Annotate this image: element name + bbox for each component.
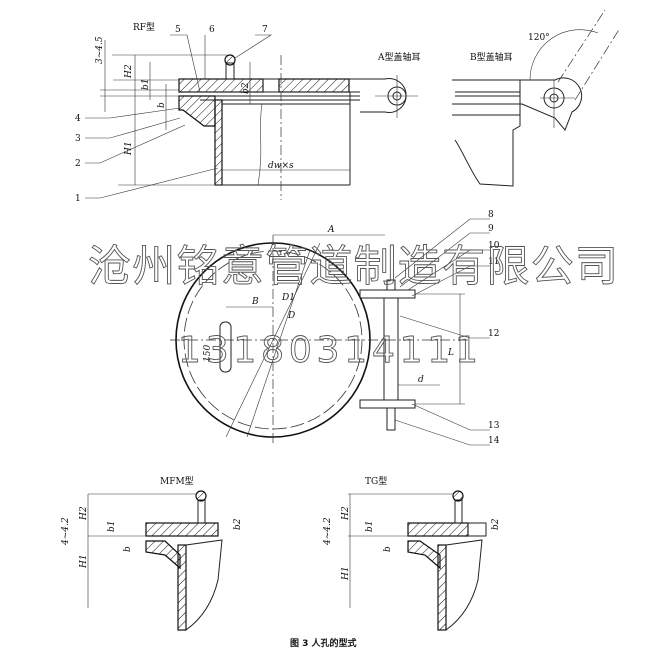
dim-small-d: d [418,375,424,385]
handle-ring [224,54,236,66]
mfm-h1: H1 [79,554,89,569]
rf-type-label: RF型 [133,22,155,33]
mfm-gap: 4~4.2 [61,517,71,546]
tg-b2: b2 [491,518,501,530]
part-7-label: 7 [262,25,268,35]
part-5-label: 5 [175,25,181,35]
mfm-b1: b1 [107,521,117,533]
part-1-label: 1 [75,194,81,204]
part-13-label: 13 [488,421,500,431]
dim-gap: 3~4.5 [95,36,105,64]
part-11-label: 11 [488,257,499,267]
part-3-label: 3 [75,134,81,144]
watermark-company: 沧州铭意管道制造有限公司 [88,242,618,292]
dim-d: D [287,311,295,321]
part-6-label: 6 [209,25,215,35]
tg-h2: H2 [341,506,351,521]
mfm-h2: H2 [79,506,89,521]
hinge-bottom [359,399,416,409]
mfm-b: b [123,546,133,552]
dim-h1: H1 [124,141,134,156]
dim-b-plan: B [251,297,259,307]
part-14-label: 14 [488,436,500,446]
mfm-title: MFM型 [160,476,194,487]
tg-gap: 4~4.2 [323,517,333,546]
dim-b1: b1 [141,79,151,91]
dim-dw: dw×s [268,161,294,171]
mfm-b2: b2 [233,518,243,530]
part-4-label: 4 [75,114,81,124]
plan-view: 150 B A D1 D L d 8 9 10 11 12 13 14 [170,210,500,446]
tg-b: b [383,546,393,552]
hinge-shaft [383,297,399,401]
rf-section-view: RF型 3~ [75,22,421,204]
tg-h1: H1 [341,566,351,581]
part-10-label: 10 [488,241,500,251]
a-ear-label: A型盖轴耳 [377,51,421,63]
figure-caption: 图 3 人孔的型式 [290,637,357,649]
slot [219,321,232,373]
neck-pipe [214,99,223,186]
dim-slot: 150 [203,345,213,362]
dim-d1: D1 [281,293,295,303]
part-12-label: 12 [488,329,499,339]
dim-h2: H2 [124,64,134,79]
mfm-detail: MFM型 H2 H1 4~4.2 b1 b b2 [61,476,243,631]
b-ear-label: B型盖轴耳 [470,51,513,63]
angle-label: 120° [528,33,550,43]
part-2-label: 2 [75,159,81,169]
tg-title: TG型 [365,476,387,487]
watermark-phone: 13180314111 [178,330,478,371]
dim-b2: b2 [241,82,251,94]
part-9-label: 9 [488,224,494,234]
tg-b1: b1 [365,521,375,533]
dim-l: L [447,348,454,358]
dim-b: b [157,102,167,108]
flange [178,95,216,127]
dim-a: A [327,225,335,235]
b-ear-view: B型盖轴耳 120° [452,9,621,187]
part-8-label: 8 [488,210,494,220]
tg-detail: TG型 H2 H1 4~4.2 b1 b b2 [323,476,501,631]
